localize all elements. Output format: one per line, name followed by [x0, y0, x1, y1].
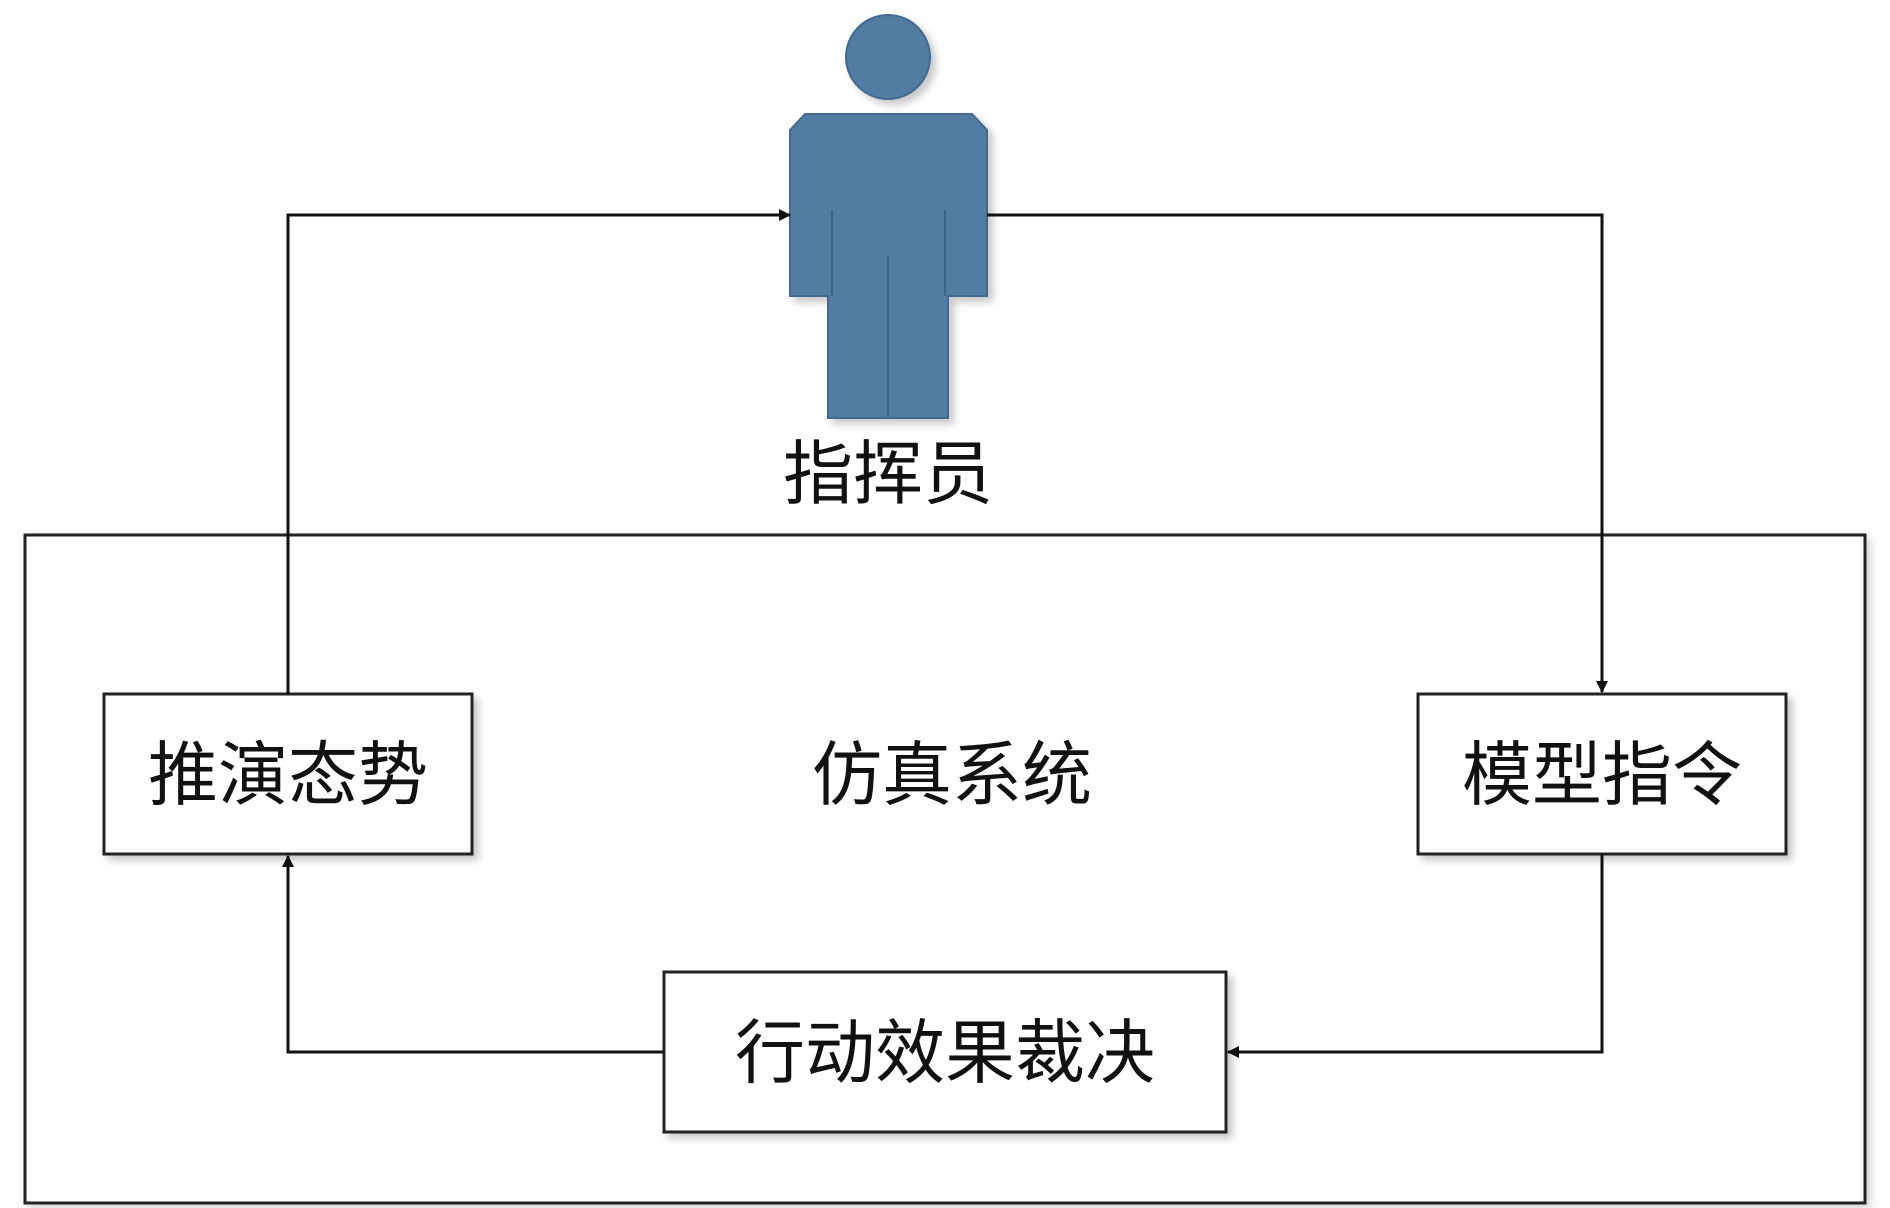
arrow-adjudication-to-situation — [282, 855, 664, 1054]
node-deduction-situation-label: 推演态势 — [148, 734, 428, 816]
arrow-operator-to-command — [987, 213, 1608, 693]
operator-label: 指挥员 — [783, 433, 993, 515]
arrow-command-to-adjudication — [1227, 854, 1604, 1058]
node-action-adjudication: 行动效果裁决 — [662, 970, 1228, 1134]
node-action-adjudication-label: 行动效果裁决 — [735, 1012, 1155, 1094]
simulation-system-label: 仿真系统 — [812, 734, 1092, 816]
arrow-situation-to-operator — [286, 209, 791, 694]
node-model-command: 模型指令 — [1416, 692, 1788, 856]
person-icon — [789, 14, 988, 419]
node-model-command-label: 模型指令 — [1462, 734, 1742, 816]
node-deduction-situation: 推演态势 — [102, 692, 474, 856]
person-head — [845, 14, 931, 100]
